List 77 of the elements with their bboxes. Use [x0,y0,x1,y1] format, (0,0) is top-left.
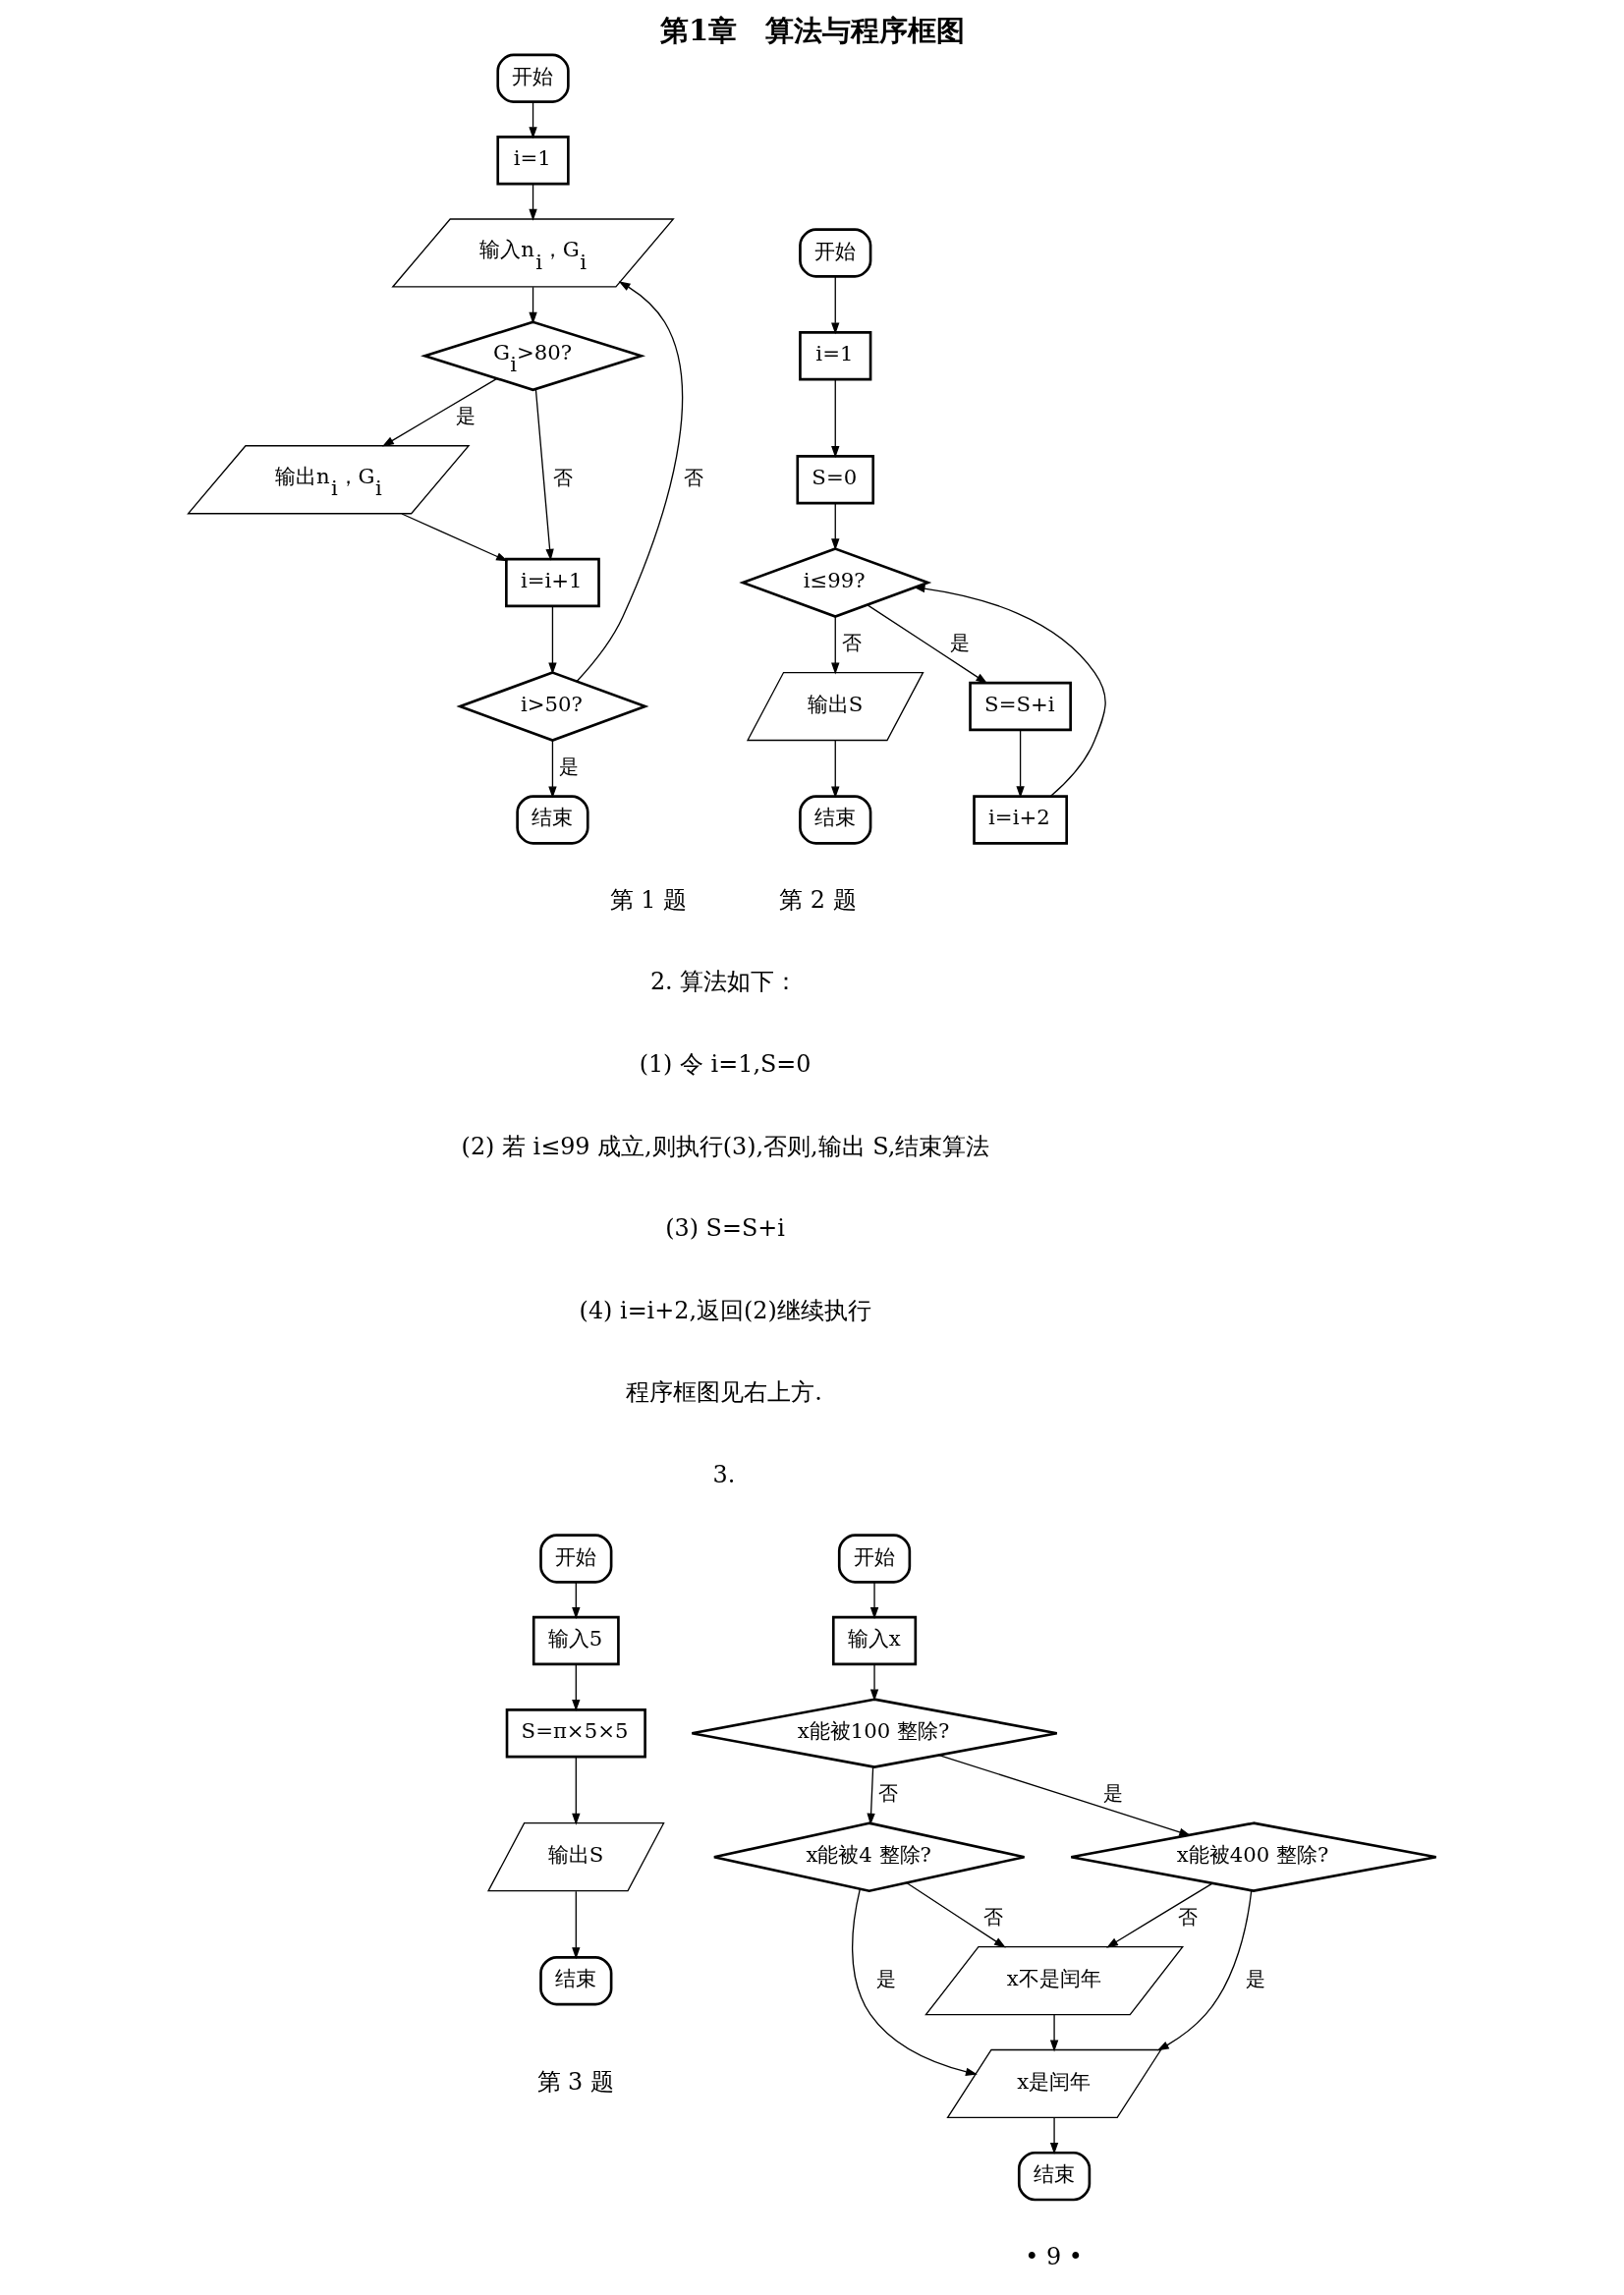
arrow [1016,729,1025,799]
arrow [401,513,508,562]
edge-label: 是 [1245,1967,1265,1990]
arrow [529,286,537,324]
arrow [1049,2117,1059,2155]
node-box: 结束 [539,1956,613,2006]
arrow [1156,1890,1253,2051]
arrow [831,275,840,335]
node-box: i=i+2 [973,795,1068,845]
node-diamond: i≤99? [739,547,932,618]
edge-label: 是 [1103,1781,1124,1805]
arrow [572,1582,581,1619]
edge-label: 否 [684,466,704,489]
arrow [381,377,498,447]
edge-label: 否 [983,1905,1004,1929]
label: 3. [712,1460,736,1488]
node-box: 输入x [831,1615,918,1666]
node-box: 结束 [799,795,872,845]
arrow [534,388,554,561]
arrow [1106,1882,1213,1948]
arrow [572,1890,581,1960]
node-box: 结束 [516,795,589,845]
arrow [576,281,684,683]
arrow [831,378,840,459]
arrow [572,1663,581,1711]
label: (3) S=S+i [665,1214,785,1243]
edge-label: 否 [1177,1905,1198,1929]
edge-label: 是 [455,404,476,427]
label: • 9 • [1025,2242,1083,2270]
node-diamond: x能被400 整除? [1070,1821,1437,1892]
label: (4) i=i+2,返回(2)继续执行 [579,1296,871,1324]
label: 2. 算法如下： [649,968,799,996]
arrow [869,1582,879,1619]
node-box: 开始 [837,1534,912,1584]
node-diamond: i>50? [456,671,649,742]
edge-label: 是 [949,631,970,654]
arrow [548,605,557,675]
arrow [1049,2014,1059,2052]
edge-label: 是 [876,1967,897,1990]
arrow [867,604,988,684]
node-box: S=S+i [969,681,1072,732]
arrow [529,101,537,140]
arrow [831,502,840,551]
label: 第 1 题 [609,885,688,914]
arrow [831,739,840,799]
arrow [913,584,1106,797]
node-diamond: x能被4 整除? [712,1821,1026,1893]
node-box: i=i+1 [505,557,600,608]
label: 第 3 题 [536,2067,614,2096]
node-box: 开始 [539,1534,613,1584]
node-box: i=1 [496,136,570,186]
node-box: 输入5 [532,1615,620,1666]
edge-label: 否 [877,1781,898,1805]
arrow [906,1881,1006,1948]
arrow [529,183,537,221]
label: (2) 若 i≤99 成立,则执行(3),否则,输出 S,结束算法 [461,1132,990,1160]
arrow [548,739,557,799]
node-box: S=0 [796,455,875,505]
node-box: 开始 [496,53,570,103]
edge-label: 否 [553,466,574,489]
node-box: 开始 [799,228,872,278]
node-diamond: x能被100 整除? [691,1698,1059,1768]
arrow [852,1888,978,2076]
arrow [831,616,840,675]
arrow [572,1756,581,1825]
edge-label: 否 [841,631,862,654]
node-box: i=1 [799,331,872,381]
arrow [867,1765,875,1825]
node-box: S=π×5×5 [505,1708,646,1759]
label: 程序框图见右上方. [626,1378,822,1407]
arrow [938,1754,1192,1836]
edge-label: 是 [558,755,579,778]
label: (1) 令 i=1,S=0 [639,1049,812,1078]
label: 第 2 题 [779,885,857,914]
diagram-title: 第1章 算法与程序框图 [659,13,966,47]
node-box: 结束 [1017,2151,1092,2202]
arrow [869,1663,879,1702]
